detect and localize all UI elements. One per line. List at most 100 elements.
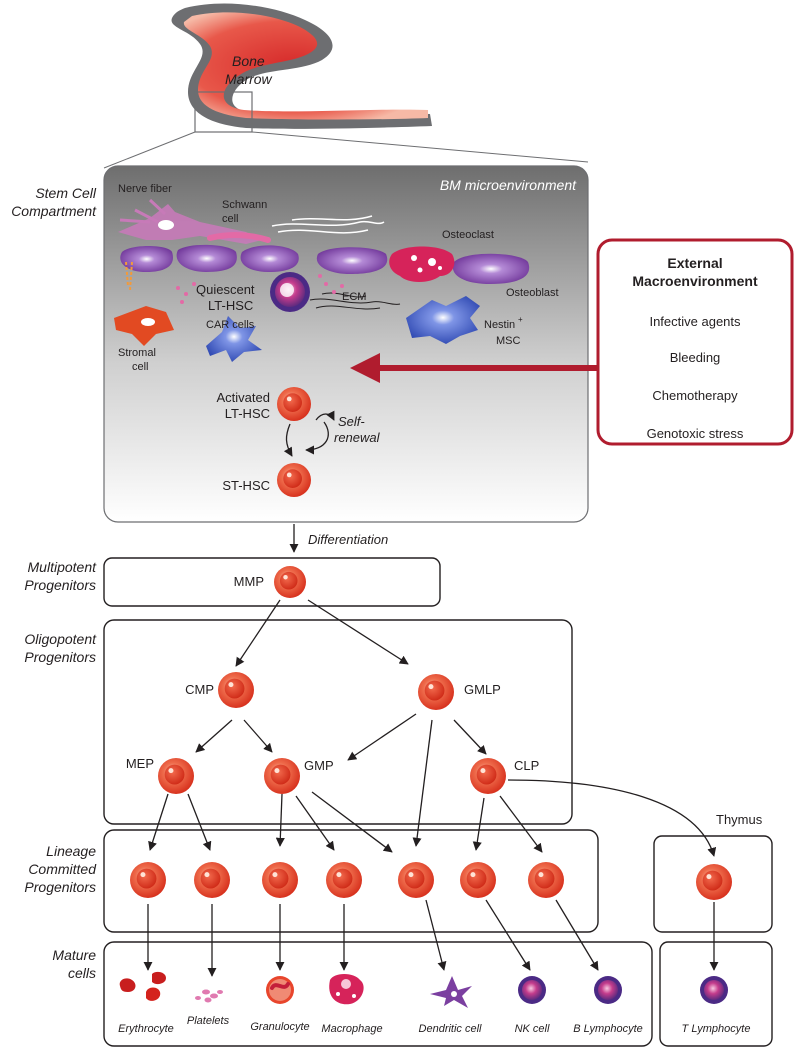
macrophage-progenitor-cell [326,862,362,898]
osteoclast-label: Osteoclast [442,229,494,241]
dendritic-progenitor-cell [398,862,434,898]
granulocyte-label: Granulocyte [250,1021,309,1033]
oligopotent-box [103,619,573,825]
stage-lineage-line2: Committed [28,861,97,877]
nestin-label-1: Nestin [484,319,515,331]
platelets-label: Platelets [187,1015,230,1027]
granulocyte-icon [266,976,294,1004]
external-item-1: Infective agents [649,314,741,329]
stage-multipotent-line1: Multipotent [28,559,98,575]
schwann-label-1: Schwann [222,199,267,211]
quiescent-label-2: LT-HSC [208,298,253,313]
stage-oligopotent-line2: Progenitors [24,649,96,665]
osteoclast-cell [389,246,455,282]
macrophage-icon [329,974,364,1005]
bm-microenvironment-panel: BM microenvironment Nerve fiber Schwann … [103,165,589,523]
stromal-label-1: Stromal [118,347,156,359]
niche-title: BM microenvironment [440,177,577,193]
nk-cell-icon [518,976,546,1004]
self-renewal-label-2: renewal [334,430,381,445]
b-progenitor-cell [528,862,564,898]
external-item-4: Genotoxic stress [647,426,744,441]
b-lymphocyte-icon [594,976,622,1004]
bone-illustration: Bone Marrow [103,3,589,169]
lineage-arrows [143,599,719,977]
stage-oligopotent-line1: Oligopotent [24,631,97,647]
b-lymphocyte-label: B Lymphocyte [573,1023,643,1035]
bone-zoom-box [194,91,253,133]
nk-cell-label: NK cell [515,1023,550,1035]
schwann-label-2: cell [222,213,239,225]
self-renewal-label-1: Self- [338,414,365,429]
activated-label-1: Activated [217,390,270,405]
thymus-label: Thymus [716,812,763,827]
nk-progenitor-cell [460,862,496,898]
activated-lt-hsc-cell [277,387,311,421]
t-lymphocyte-icon [700,976,728,1004]
mep-label: MEP [126,756,154,771]
st-hsc-label: ST-HSC [222,478,270,493]
stage-stem-line2: Compartment [11,203,97,219]
stage-labels: Stem Cell Compartment Multipotent Progen… [11,185,97,981]
stage-mature-line1: Mature [52,947,96,963]
erythrocyte-label: Erythrocyte [118,1023,174,1035]
stage-multipotent-line2: Progenitors [24,577,96,593]
erythroid-progenitor-cell [130,862,166,898]
clp-cell [470,758,506,794]
dendritic-cell-label: Dendritic cell [419,1023,483,1035]
nestin-label-sup: + [518,315,523,324]
multipotent-box [103,557,441,607]
gmlp-cell [418,674,454,710]
nestin-label-2: MSC [496,335,521,347]
t-progenitor-cell [696,864,732,900]
external-item-2: Bleeding [670,350,721,365]
stage-lineage-line1: Lineage [46,843,96,859]
external-item-3: Chemotherapy [652,388,738,403]
car-cell [206,316,262,362]
st-hsc-cell [277,463,311,497]
megakaryocyte-progenitor-cell [194,862,230,898]
cmp-label: CMP [185,682,214,697]
external-title-2: Macroenvironment [632,273,758,289]
collagen-fibers [271,215,385,234]
osteoblast-cell [452,253,530,284]
schwann-cell [207,231,271,243]
cells-layer [130,387,732,900]
macrophage-label: Macrophage [321,1023,382,1035]
cmp-cell [218,672,254,708]
gmp-label: GMP [304,758,334,773]
cytokine-dots [176,274,344,304]
nerve-fiber-label: Nerve fiber [118,183,172,195]
differentiation-label: Differentiation [308,532,388,547]
granulocyte-progenitor-cell [262,862,298,898]
mature-box [103,941,653,1047]
quiescent-lt-hsc [270,272,310,312]
stromal-cell [114,261,174,346]
self-renewal-arrow [305,421,329,455]
gmp-cell [264,758,300,794]
mmp-label: MMP [234,574,264,589]
ecm-label: ECM [342,291,366,303]
bone-label-line2: Marrow [225,71,273,87]
mmp-cell [274,566,306,598]
platelets-icon [195,989,223,1003]
car-label: CAR cells [206,319,255,331]
external-macroenvironment-box: External Macroenvironment Infective agen… [596,238,794,446]
mep-cell [158,758,194,794]
nestin-msc-cell [406,296,480,344]
stromal-label-2: cell [132,361,149,373]
external-title-1: External [667,255,722,271]
erythrocyte-icon [119,971,166,1001]
t-lymphocyte-label: T Lymphocyte [682,1023,751,1035]
stage-stem-line1: Stem Cell [35,185,97,201]
dendritic-cell-icon [430,976,472,1008]
osteoblast-lining [120,244,530,284]
gmlp-label: GMLP [464,682,501,697]
bone-label-line1: Bone [232,53,265,69]
stage-mature-line2: cells [68,965,96,981]
activated-label-2: LT-HSC [225,406,270,421]
quiescent-label-1: Quiescent [196,282,255,297]
clp-label: CLP [514,758,539,773]
osteoblast-label: Osteoblast [506,287,559,299]
